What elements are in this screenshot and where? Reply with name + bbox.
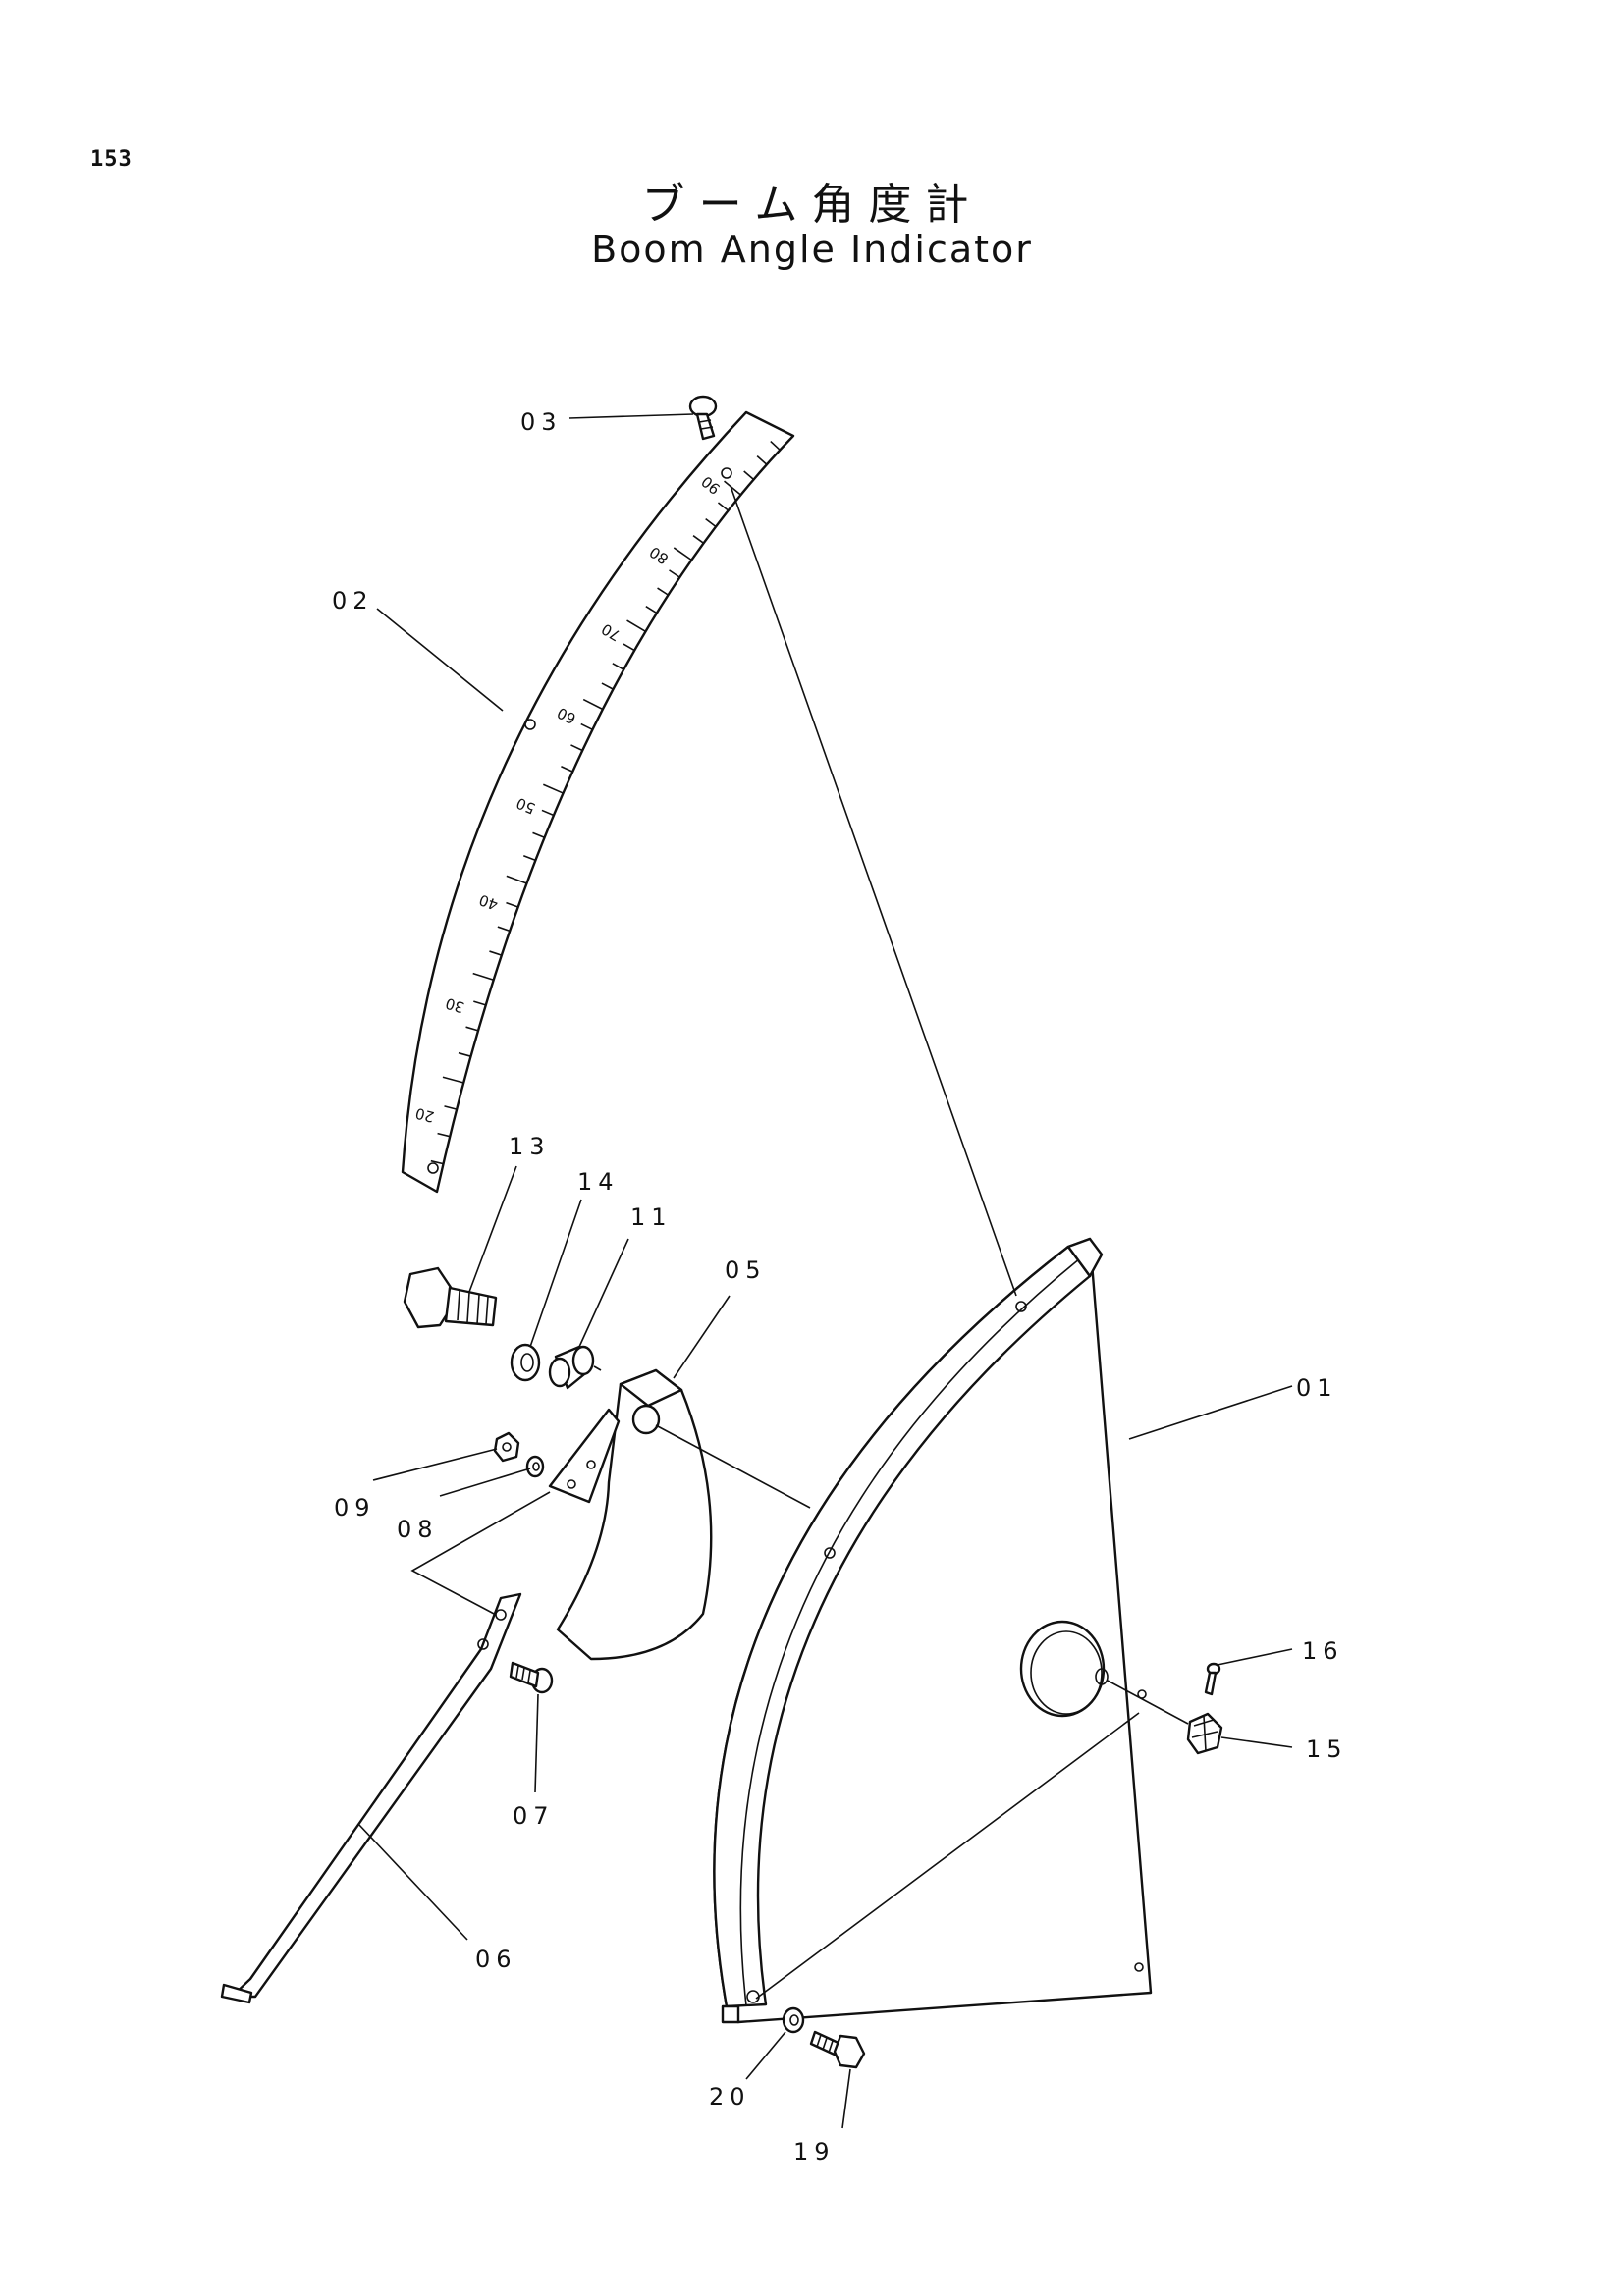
scale-tick xyxy=(743,470,755,481)
scale-tick xyxy=(623,643,635,652)
callout-19: 19 xyxy=(793,2138,836,2165)
scale-tick xyxy=(543,783,564,794)
callout-03: 03 xyxy=(520,408,563,436)
callout-07: 07 xyxy=(513,1802,555,1830)
part-14-washer xyxy=(510,1343,541,1382)
callout-14: 14 xyxy=(577,1168,620,1196)
callout-05: 05 xyxy=(725,1256,767,1284)
callout-20: 20 xyxy=(709,2083,751,2110)
scale-tick xyxy=(532,831,545,838)
scale-tick xyxy=(561,765,573,773)
part-08-washer xyxy=(525,1455,545,1478)
scale-tick xyxy=(669,569,680,578)
scale-tick xyxy=(473,1000,486,1006)
scale-tick xyxy=(541,809,555,817)
scale-tick xyxy=(717,502,730,511)
scale-tick xyxy=(570,744,583,752)
part-16-pin xyxy=(1204,1662,1221,1696)
part-01-quadrant-plate xyxy=(713,1237,1153,2024)
part-20-washer xyxy=(782,2006,805,2034)
callout-13: 13 xyxy=(509,1133,551,1160)
scale-tick xyxy=(673,547,692,561)
scale-tick xyxy=(506,901,518,908)
scale-tick xyxy=(489,950,503,956)
scale-tick xyxy=(612,663,624,670)
scale-tick xyxy=(756,455,768,465)
scale-tick xyxy=(724,480,742,496)
part-07-screw xyxy=(509,1661,554,1694)
scale-tick xyxy=(626,619,646,633)
part-19-bolt xyxy=(809,2030,866,2069)
callout-11: 11 xyxy=(630,1203,673,1231)
part-13-bolt xyxy=(403,1266,498,1329)
part-06-pointer-arm xyxy=(220,1592,522,2004)
assembly-lines xyxy=(410,485,1189,2000)
part-15-castle-nut xyxy=(1186,1712,1223,1755)
scale-tick xyxy=(705,518,717,528)
scale-tick xyxy=(497,926,511,933)
scale-tick xyxy=(437,1132,451,1138)
scale-tick xyxy=(522,854,536,862)
scale-tick xyxy=(442,1076,464,1084)
scale-tick xyxy=(582,698,604,711)
scale-tick xyxy=(580,722,593,731)
callout-06: 06 xyxy=(475,1946,517,1973)
callout-labels: 03 02 01 05 11 14 13 09 08 07 06 16 15 2… xyxy=(332,408,1348,2165)
scale-tick xyxy=(601,682,614,690)
scale-number: 30 xyxy=(444,994,466,1017)
scale-tick xyxy=(430,1159,444,1165)
callout-09: 09 xyxy=(334,1494,376,1522)
title-japanese: ブーム角度計 xyxy=(641,180,983,230)
callout-15: 15 xyxy=(1306,1735,1348,1763)
part-03-screw xyxy=(688,395,718,441)
callout-16: 16 xyxy=(1302,1637,1344,1665)
part-05-bracket xyxy=(548,1368,713,1661)
scale-tick xyxy=(465,1026,479,1032)
scale-tick xyxy=(770,440,781,452)
part-09-nut xyxy=(493,1431,520,1463)
scale-number: 40 xyxy=(477,890,501,913)
title-english: Boom Angle Indicator xyxy=(591,228,1033,271)
scale-tick xyxy=(657,587,669,596)
page-number: 153 xyxy=(90,147,133,172)
scale-tick xyxy=(458,1051,471,1057)
part-11-collar xyxy=(548,1345,595,1390)
callout-01: 01 xyxy=(1296,1374,1338,1402)
callout-02: 02 xyxy=(332,587,374,614)
callout-08: 08 xyxy=(397,1516,439,1543)
scale-number: 20 xyxy=(413,1104,436,1126)
scale-tick xyxy=(506,875,527,884)
callout-leaders xyxy=(357,413,1293,2129)
scale-tick xyxy=(472,972,494,982)
scale-tick xyxy=(444,1105,458,1110)
scale-tick xyxy=(692,535,705,544)
scale-tick xyxy=(645,606,658,614)
